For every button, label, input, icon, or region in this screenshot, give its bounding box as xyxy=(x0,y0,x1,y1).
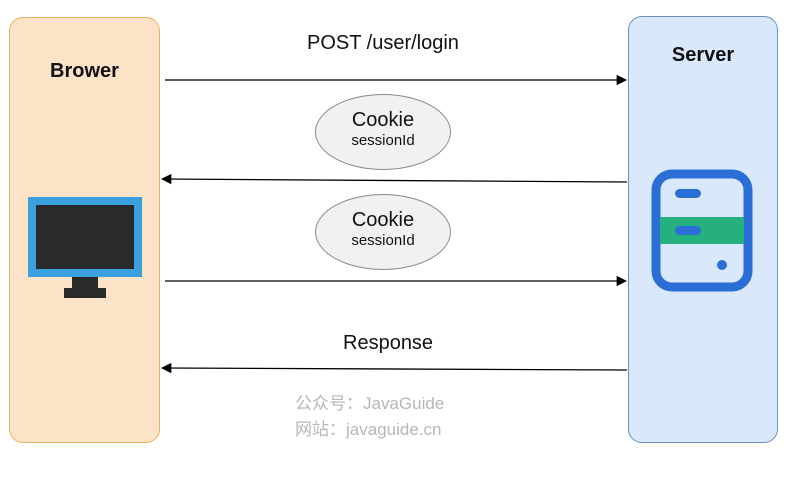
watermark-line-2: 网站：javaguide.cn xyxy=(295,420,442,439)
monitor-icon xyxy=(28,197,142,298)
server-icon xyxy=(651,169,753,292)
cookie-ellipse-1: Cookie sessionId xyxy=(315,94,451,170)
set-cookie-arrow xyxy=(160,173,628,185)
cookie-1-title: Cookie xyxy=(351,109,415,131)
cookie-2-title: Cookie xyxy=(351,209,415,231)
browser-title: Brower xyxy=(50,60,119,82)
server-title: Server xyxy=(671,44,735,66)
request-label: POST /user/login xyxy=(307,32,459,54)
response-label: Response xyxy=(343,332,434,354)
cookie-ellipse-2: Cookie sessionId xyxy=(315,194,451,270)
cookie-1-value: sessionId xyxy=(351,132,415,149)
watermark-line-1: 公众号：JavaGuide xyxy=(295,394,445,413)
response-arrow xyxy=(160,362,628,374)
cookie-2-value: sessionId xyxy=(351,232,415,249)
